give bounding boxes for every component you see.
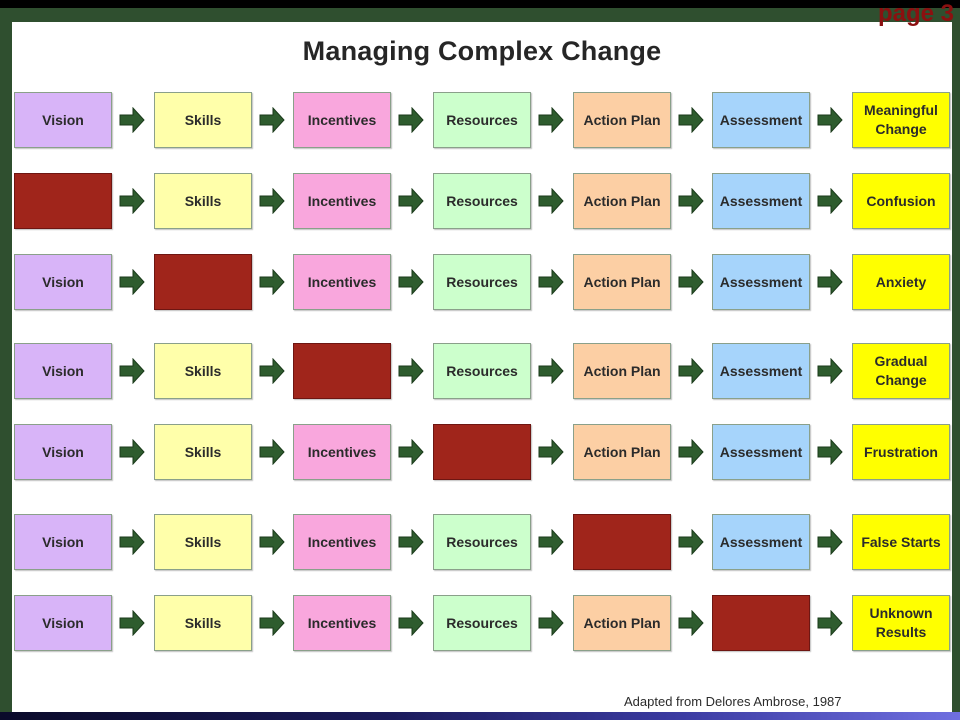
right-arrow-icon	[538, 188, 564, 214]
outcome-box: Meaningful Change	[852, 92, 950, 148]
right-arrow-icon	[538, 358, 564, 384]
right-arrow-icon	[678, 439, 704, 465]
resources-box: Resources	[433, 173, 531, 229]
right-arrow-icon	[119, 107, 145, 133]
right-arrow-icon	[119, 358, 145, 384]
right-arrow-icon	[259, 610, 285, 636]
resources-box: Resources	[433, 514, 531, 570]
right-arrow-icon	[398, 107, 424, 133]
right-arrow-icon	[817, 269, 843, 295]
right-arrow-icon	[678, 269, 704, 295]
right-arrow-icon	[538, 107, 564, 133]
right-arrow-icon	[119, 269, 145, 295]
right-arrow-icon	[678, 358, 704, 384]
skills-box: Skills	[154, 343, 252, 399]
action-plan-box: Action Plan	[573, 595, 671, 651]
missing-element-box	[154, 254, 252, 310]
right-arrow-icon	[398, 358, 424, 384]
vision-box: Vision	[14, 514, 112, 570]
right-arrow-icon	[259, 358, 285, 384]
right-arrow-icon	[119, 529, 145, 555]
assessment-box: Assessment	[712, 424, 810, 480]
right-arrow-icon	[259, 107, 285, 133]
right-arrow-icon	[538, 529, 564, 555]
right-arrow-icon	[817, 188, 843, 214]
right-arrow-icon	[538, 439, 564, 465]
missing-element-box	[433, 424, 531, 480]
right-arrow-icon	[259, 439, 285, 465]
resources-box: Resources	[433, 343, 531, 399]
missing-element-box	[14, 173, 112, 229]
right-arrow-icon	[678, 610, 704, 636]
right-arrow-icon	[817, 358, 843, 384]
action-plan-box: Action Plan	[573, 343, 671, 399]
vision-box: Vision	[14, 424, 112, 480]
outcome-box: Frustration	[852, 424, 950, 480]
source-credit: Adapted from Delores Ambrose, 1987	[624, 694, 842, 709]
skills-box: Skills	[154, 173, 252, 229]
right-arrow-icon	[398, 439, 424, 465]
right-arrow-icon	[817, 610, 843, 636]
incentives-box: Incentives	[293, 424, 391, 480]
right-arrow-icon	[817, 529, 843, 555]
outcome-box: False Starts	[852, 514, 950, 570]
right-arrow-icon	[678, 529, 704, 555]
right-arrow-icon	[538, 269, 564, 295]
outcome-box: Unknown Results	[852, 595, 950, 651]
right-arrow-icon	[817, 107, 843, 133]
outcome-box: Gradual Change	[852, 343, 950, 399]
action-plan-box: Action Plan	[573, 424, 671, 480]
assessment-box: Assessment	[712, 92, 810, 148]
assessment-box: Assessment	[712, 514, 810, 570]
vision-box: Vision	[14, 343, 112, 399]
incentives-box: Incentives	[293, 173, 391, 229]
right-arrow-icon	[398, 610, 424, 636]
skills-box: Skills	[154, 514, 252, 570]
bottom-gradient-bar	[0, 712, 960, 720]
resources-box: Resources	[433, 595, 531, 651]
page-number-label: page 3	[877, 0, 955, 27]
right-arrow-icon	[678, 107, 704, 133]
assessment-box: Assessment	[712, 343, 810, 399]
incentives-box: Incentives	[293, 595, 391, 651]
right-arrow-icon	[398, 529, 424, 555]
assessment-box: Assessment	[712, 254, 810, 310]
outcome-box: Confusion	[852, 173, 950, 229]
resources-box: Resources	[433, 92, 531, 148]
outcome-box: Anxiety	[852, 254, 950, 310]
right-arrow-icon	[119, 188, 145, 214]
action-plan-box: Action Plan	[573, 92, 671, 148]
skills-box: Skills	[154, 595, 252, 651]
skills-box: Skills	[154, 92, 252, 148]
right-arrow-icon	[259, 269, 285, 295]
slide-title: Managing Complex Change	[302, 36, 662, 66]
missing-element-box	[712, 595, 810, 651]
right-arrow-icon	[398, 269, 424, 295]
vision-box: Vision	[14, 254, 112, 310]
right-arrow-icon	[259, 529, 285, 555]
assessment-box: Assessment	[712, 173, 810, 229]
incentives-box: Incentives	[293, 254, 391, 310]
incentives-box: Incentives	[293, 514, 391, 570]
right-arrow-icon	[538, 610, 564, 636]
resources-box: Resources	[433, 254, 531, 310]
right-arrow-icon	[398, 188, 424, 214]
action-plan-box: Action Plan	[573, 173, 671, 229]
right-arrow-icon	[119, 610, 145, 636]
missing-element-box	[573, 514, 671, 570]
skills-box: Skills	[154, 424, 252, 480]
right-arrow-icon	[817, 439, 843, 465]
vision-box: Vision	[14, 595, 112, 651]
action-plan-box: Action Plan	[573, 254, 671, 310]
incentives-box: Incentives	[293, 92, 391, 148]
vision-box: Vision	[14, 92, 112, 148]
right-arrow-icon	[259, 188, 285, 214]
right-arrow-icon	[119, 439, 145, 465]
missing-element-box	[293, 343, 391, 399]
right-arrow-icon	[678, 188, 704, 214]
